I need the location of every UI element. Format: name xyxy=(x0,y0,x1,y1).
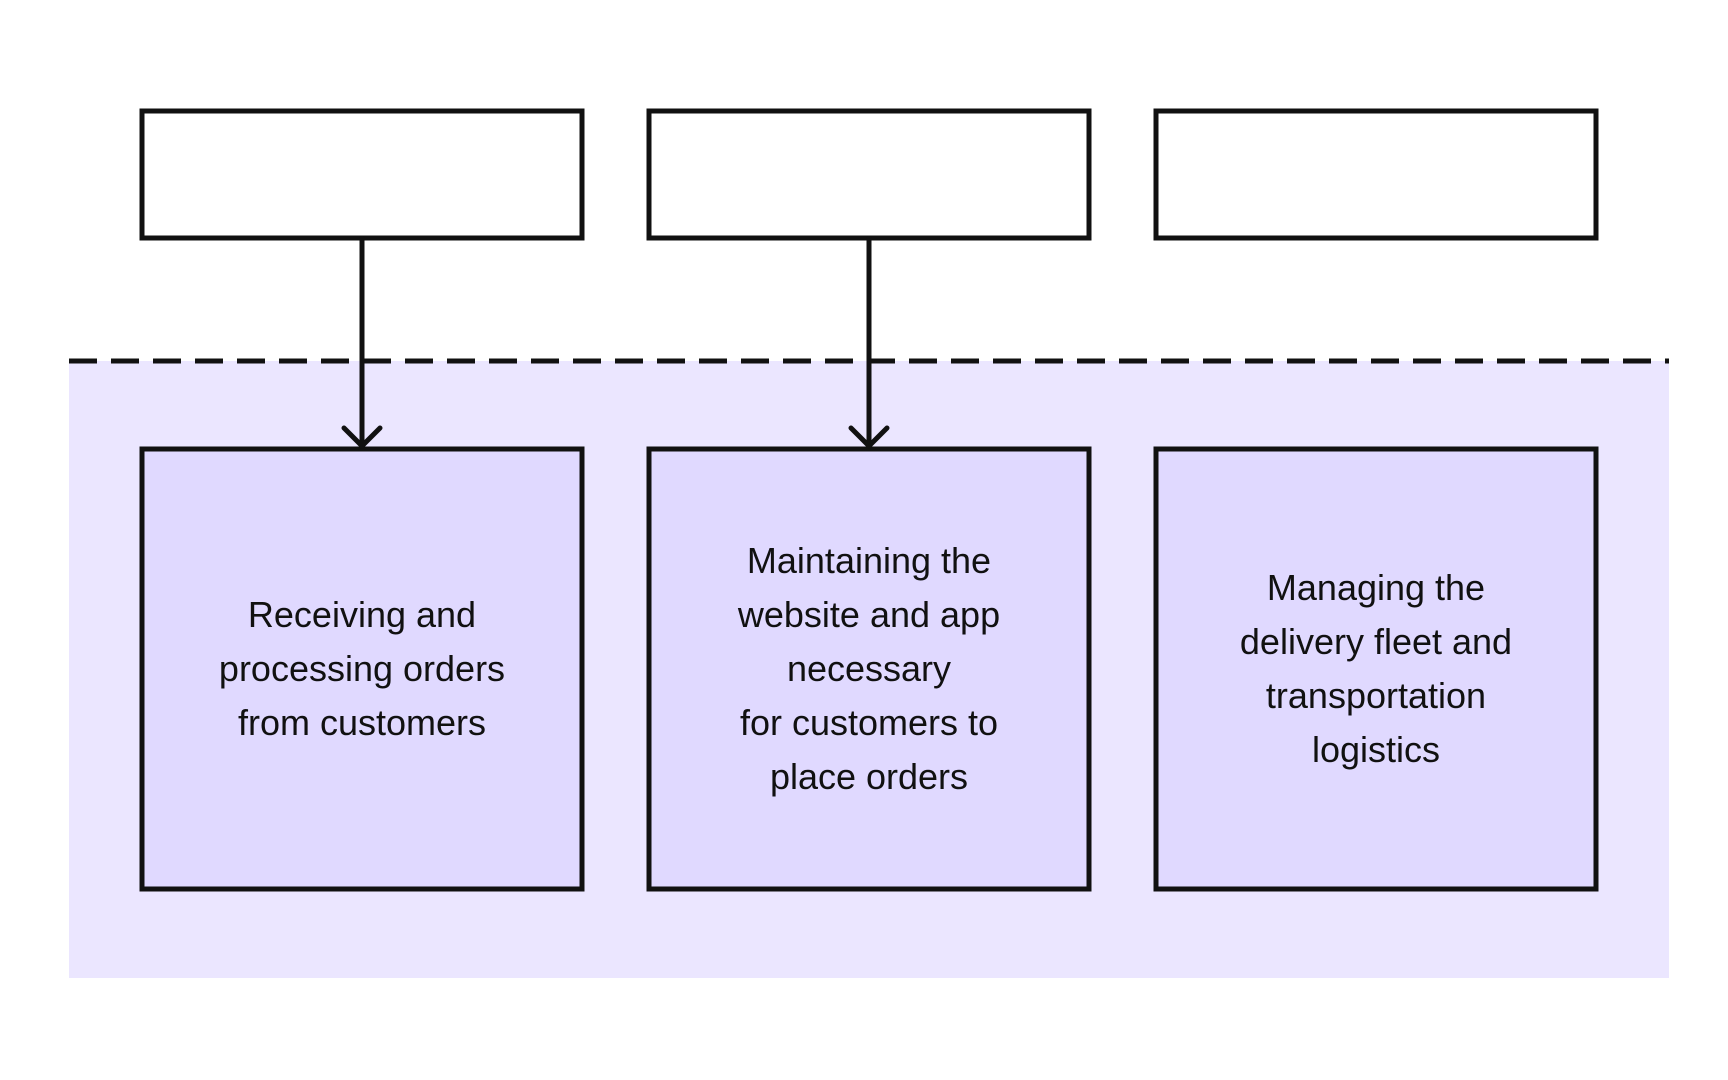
top-box-2[interactable] xyxy=(646,108,1092,241)
arrow-1-head xyxy=(341,425,383,449)
top-box-1[interactable] xyxy=(139,108,585,241)
arrow-2-head xyxy=(848,425,890,449)
arrow-2 xyxy=(848,235,890,449)
bottom-box-3[interactable] xyxy=(1153,446,1599,892)
top-box-3[interactable] xyxy=(1153,108,1599,241)
bottom-box-1[interactable] xyxy=(139,446,585,892)
bottom-box-3-label: Managing the delivery fleet and transpor… xyxy=(1239,567,1513,770)
bottom-box-2-label: Maintaining the website and app necessar… xyxy=(737,540,1001,797)
arrow-1 xyxy=(341,235,383,449)
bottom-box-1-label: Receiving and processing orders from cus… xyxy=(218,594,506,743)
bottom-box-2[interactable] xyxy=(646,446,1092,892)
